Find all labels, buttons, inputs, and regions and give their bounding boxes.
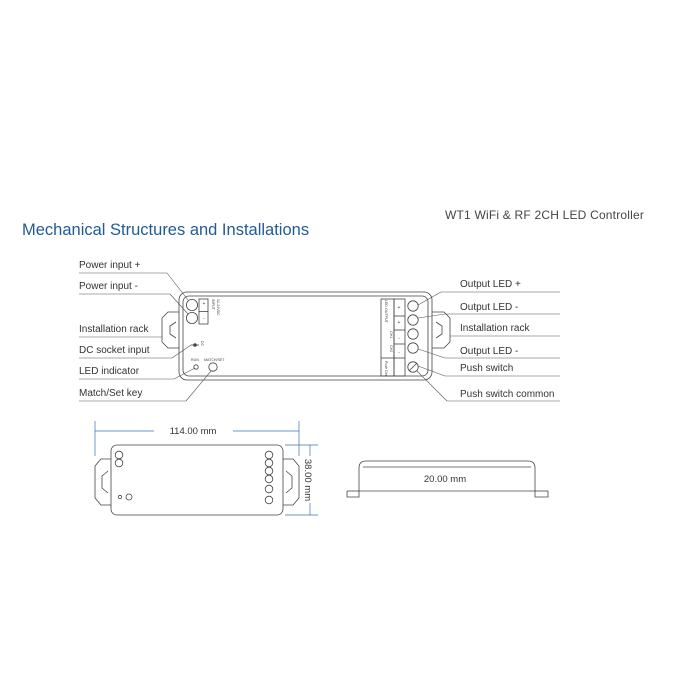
label-power-input-plus: Power input + xyxy=(79,260,141,271)
power-input-plus-terminal xyxy=(185,298,198,311)
label-dc-socket-input: DC socket input xyxy=(79,345,150,356)
power-input-minus-terminal xyxy=(185,311,198,324)
voltage-print: 12-24VDC xyxy=(216,299,220,316)
ch1-print: CH1 xyxy=(389,331,393,338)
out-minus-mark-2: - xyxy=(398,350,400,356)
right-callout-lines xyxy=(416,291,560,402)
output-terminal-block xyxy=(380,298,419,377)
label-match-set-key: Match/Set key xyxy=(79,388,143,399)
output-terminal-4 xyxy=(407,342,419,354)
length-dimension: 114.00 mm xyxy=(170,426,217,437)
input-print: INPUT xyxy=(211,299,215,311)
label-push-switch-common: Push switch common xyxy=(460,389,555,400)
label-output-led-plus: Output LED + xyxy=(460,279,521,290)
device-side-view xyxy=(346,460,549,498)
out-minus-mark-1: - xyxy=(398,336,400,342)
dc-print: DC xyxy=(200,341,204,347)
left-callout-lines xyxy=(79,272,212,402)
input-terminals xyxy=(185,298,209,325)
ch2-print: CH2 xyxy=(389,345,393,352)
match-set-key-icon xyxy=(208,362,218,372)
width-dimension: 38.00 mm xyxy=(302,459,313,501)
push-dim-print: Push Dim xyxy=(384,361,388,377)
dc-socket-icon xyxy=(191,343,199,347)
label-push-switch: Push switch xyxy=(460,363,514,374)
label-output-led-minus-2: Output LED - xyxy=(460,346,519,357)
label-power-input-minus: Power input - xyxy=(79,281,138,292)
run-print: RUN xyxy=(191,358,199,362)
output-terminal-1 xyxy=(407,300,419,312)
device-body xyxy=(178,291,433,381)
led-output-print: LED OUTPUT xyxy=(384,300,388,324)
product-title: WT1 WiFi & RF 2CH LED Controller xyxy=(445,208,645,222)
device-dimension-view xyxy=(94,444,300,516)
label-installation-rack-left: Installation rack xyxy=(79,324,149,335)
led-indicator-icon xyxy=(193,364,199,370)
label-output-led-minus-1: Output LED - xyxy=(460,302,519,313)
label-installation-rack-right: Installation rack xyxy=(460,323,530,334)
section-title: Mechanical Structures and Installations xyxy=(22,221,310,239)
dimension-lines xyxy=(94,421,318,516)
device-top-view xyxy=(161,291,451,381)
label-led-indicator: LED indicator xyxy=(79,366,140,377)
match-set-print: MATCH/SET xyxy=(204,358,225,362)
input-plus-mark: + xyxy=(203,301,206,307)
output-terminal-3 xyxy=(407,328,419,340)
out-plus-mark-2: + xyxy=(398,320,401,326)
output-terminal-2 xyxy=(407,314,419,326)
height-dimension: 20.00 mm xyxy=(424,474,466,485)
out-plus-mark-1: + xyxy=(398,305,401,311)
output-terminal-5 xyxy=(407,361,419,373)
input-minus-mark: - xyxy=(203,316,205,322)
